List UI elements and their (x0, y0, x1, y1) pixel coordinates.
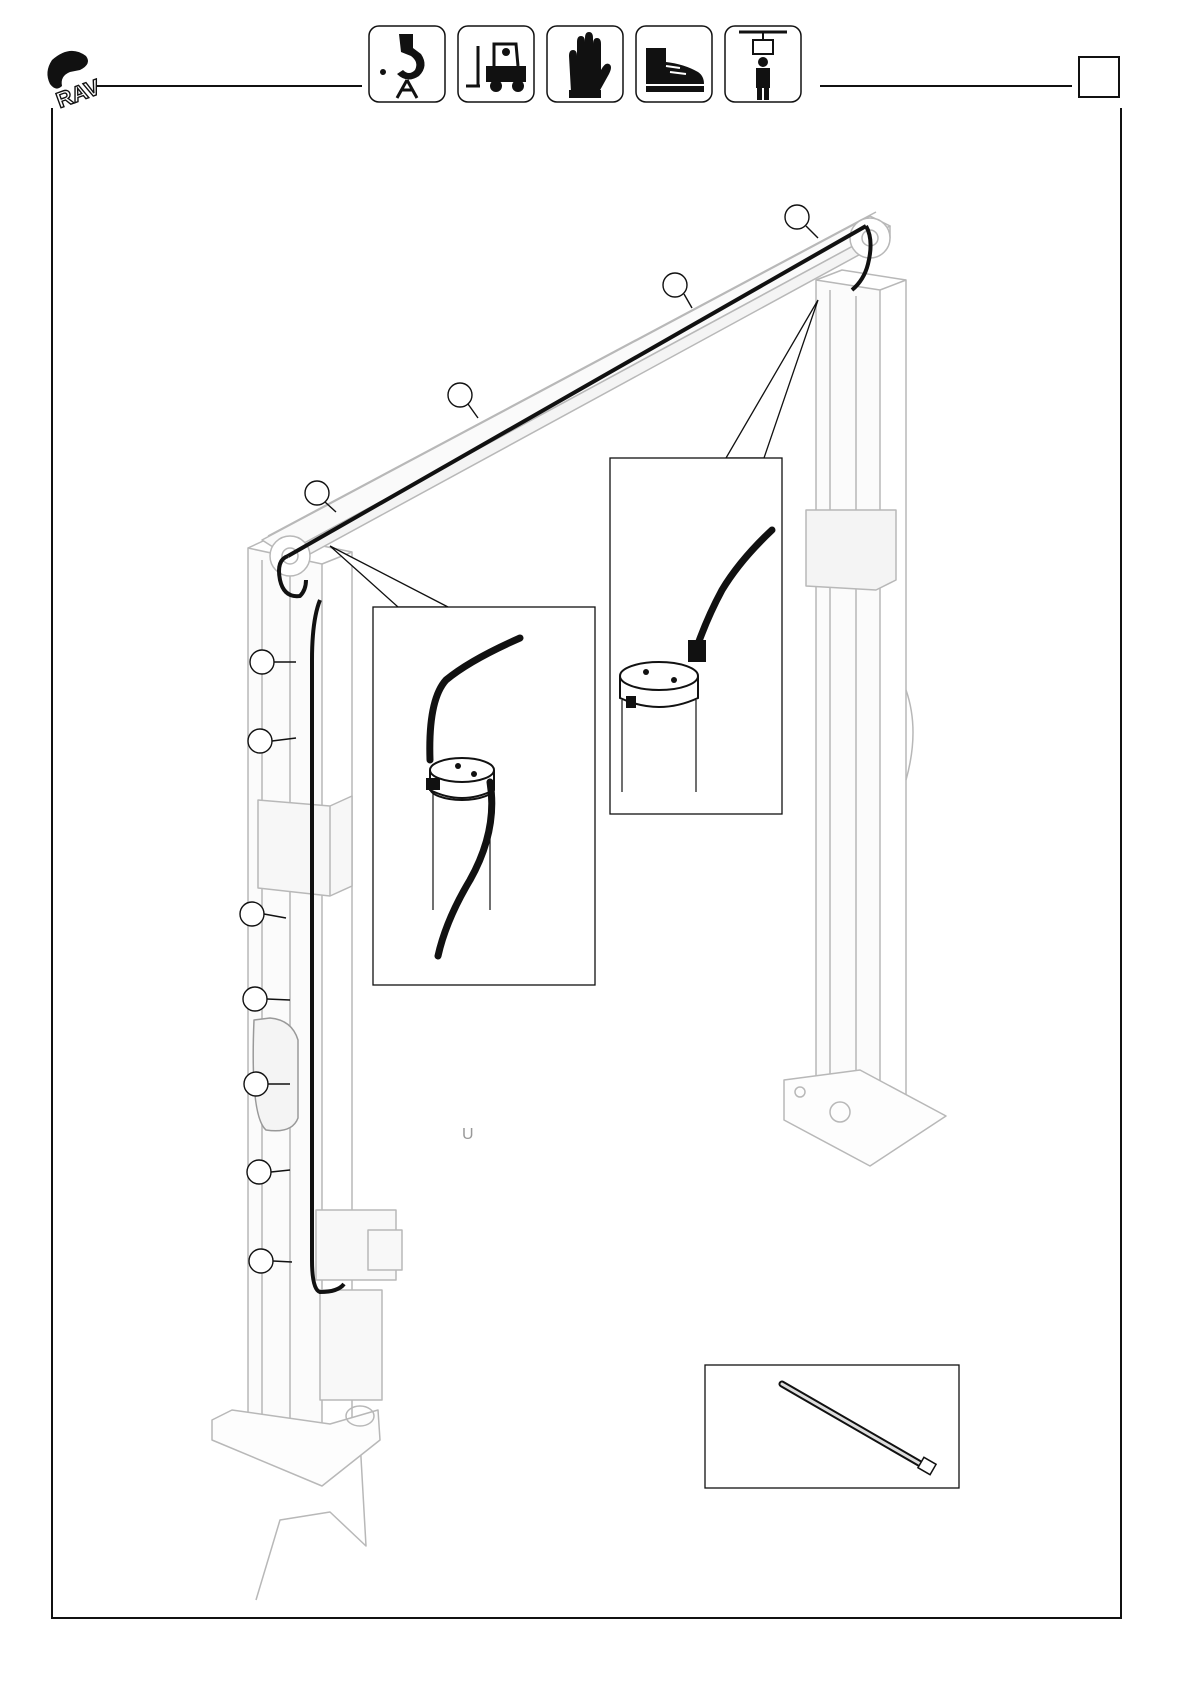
callout-1 (785, 205, 818, 238)
suspended-load-icon (725, 26, 801, 102)
crane-hook-icon (369, 26, 445, 102)
right-column (784, 270, 946, 1166)
safety-icons (369, 26, 801, 102)
step-number-box (1078, 56, 1120, 98)
callout-2 (663, 273, 692, 308)
motor-unit (316, 1210, 402, 1426)
rav-logo: RAV (47, 51, 103, 113)
safety-shoes-icon (636, 26, 712, 102)
detail-view-left-fitting (330, 546, 595, 985)
forklift-icon (458, 26, 534, 102)
detail-view-right-fitting (610, 300, 818, 814)
stray-mark: U (462, 1126, 474, 1144)
cable-tie-detail (705, 1365, 959, 1488)
protective-gloves-icon (547, 26, 623, 102)
callout-3 (448, 383, 478, 418)
